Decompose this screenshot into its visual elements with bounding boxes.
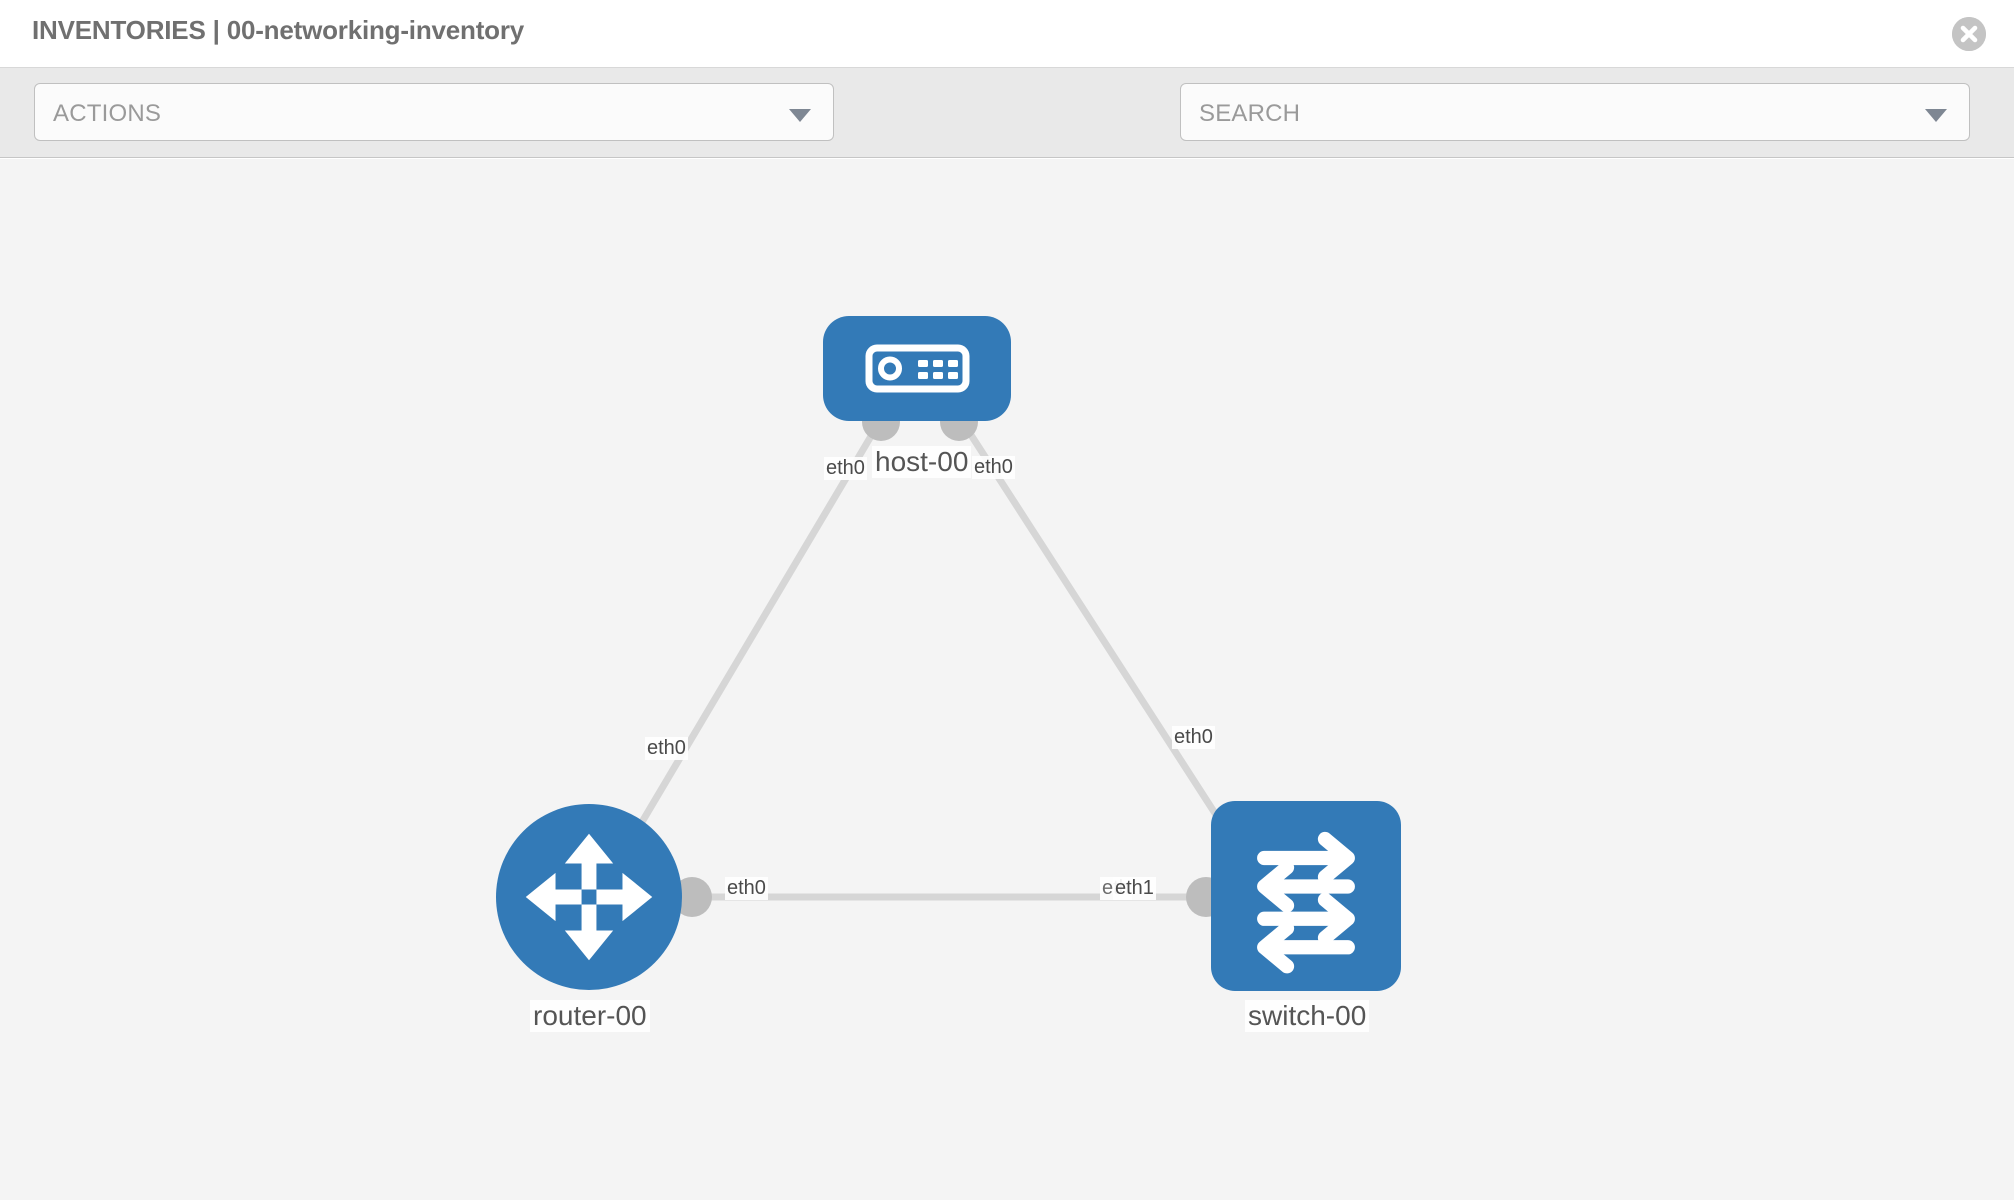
search-input[interactable]: SEARCH bbox=[1180, 83, 1970, 141]
actions-dropdown[interactable]: ACTIONS bbox=[34, 83, 834, 141]
node-router-00[interactable] bbox=[496, 804, 682, 990]
server-icon bbox=[865, 344, 970, 393]
toolbar: ACTIONS SEARCH bbox=[0, 68, 2014, 203]
node-label-switch-00: switch-00 bbox=[1245, 1000, 1370, 1032]
chevron-down-icon bbox=[1925, 109, 1947, 122]
link-host-switch bbox=[958, 417, 1242, 853]
iface-label-router-uplink: eth0 bbox=[645, 737, 688, 760]
close-icon[interactable] bbox=[1952, 17, 1986, 51]
actions-dropdown-label: ACTIONS bbox=[53, 100, 162, 127]
node-host-00[interactable] bbox=[823, 316, 1011, 421]
node-label-host-00: host-00 bbox=[872, 446, 972, 478]
page-header: INVENTORIES | 00-networking-inventory bbox=[0, 0, 2014, 68]
topology-canvas[interactable]: host-00 router-00 switch-00 eth0 eth0 et… bbox=[0, 159, 2014, 1200]
iface-label-switch-uplink: eth0 bbox=[1172, 726, 1215, 749]
switch-icon bbox=[1257, 831, 1355, 974]
search-placeholder: SEARCH bbox=[1199, 100, 1301, 127]
router-icon bbox=[525, 833, 653, 961]
node-label-router-00: router-00 bbox=[530, 1000, 650, 1032]
page-title: INVENTORIES | 00-networking-inventory bbox=[32, 15, 525, 45]
iface-label-switch-left: eth1 bbox=[1113, 877, 1156, 900]
iface-label-host-left: eth0 bbox=[824, 457, 867, 480]
iface-label-host-right: eth0 bbox=[972, 456, 1015, 479]
link-host-router bbox=[616, 417, 884, 863]
node-switch-00[interactable] bbox=[1211, 801, 1401, 991]
iface-label-router-right: eth0 bbox=[725, 877, 768, 900]
chevron-down-icon bbox=[789, 109, 811, 122]
